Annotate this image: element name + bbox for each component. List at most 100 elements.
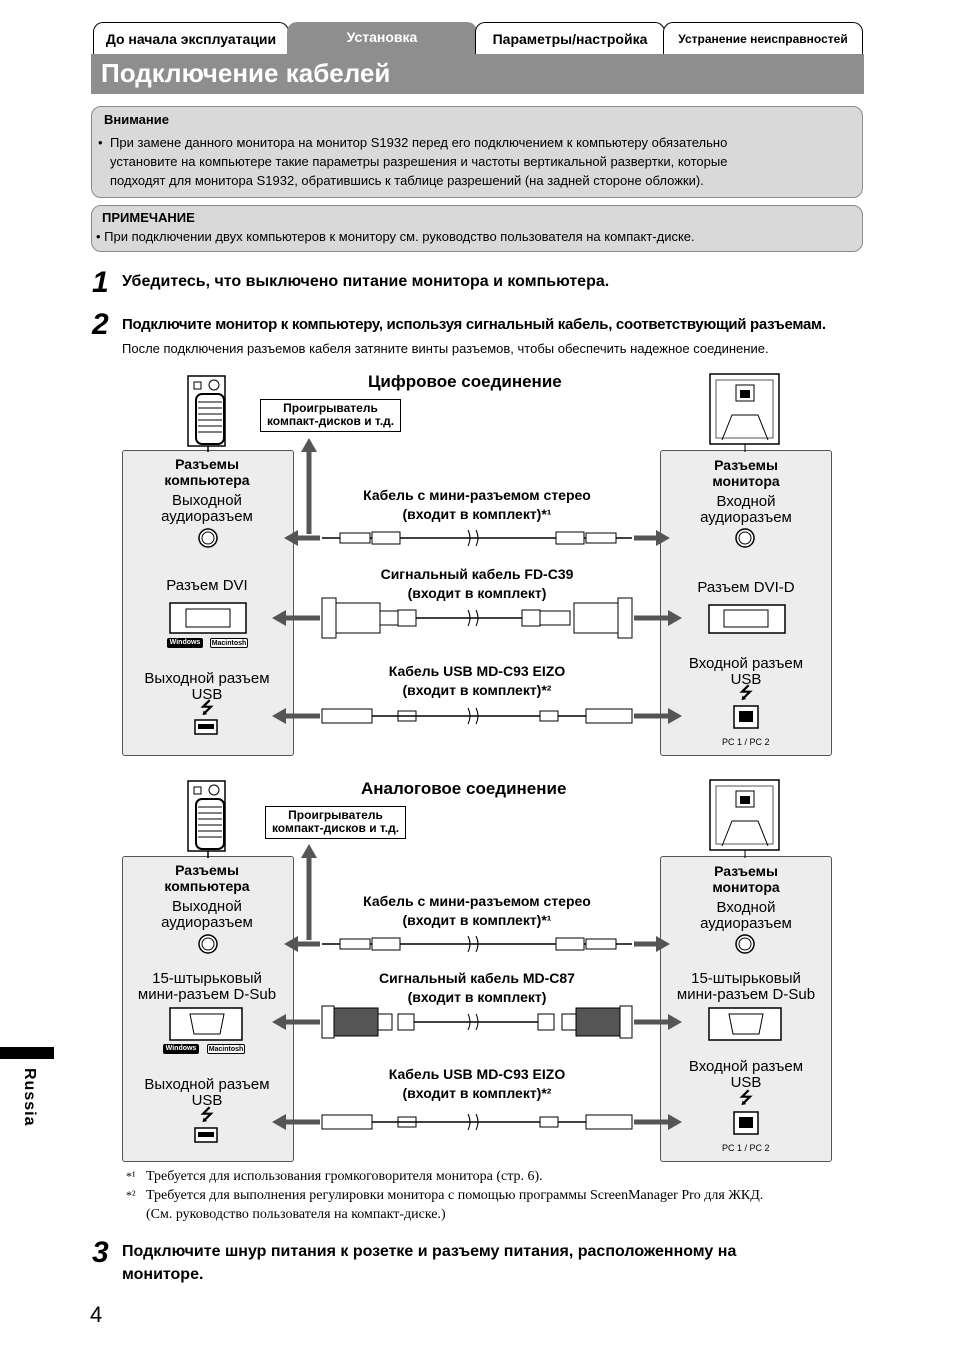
title-bar: Подключение кабелей	[91, 54, 864, 94]
monitor-back-icon	[709, 779, 780, 858]
footnote-mark: *²	[126, 1188, 136, 1202]
label-line: Выходной	[172, 492, 242, 509]
label-line: Входной разъем	[688, 655, 804, 672]
label-line: Выходной	[172, 898, 242, 915]
footnote-text: Требуется для использования громкоговори…	[146, 1169, 543, 1184]
windows-badge: Windows	[167, 638, 203, 648]
cd-player-label: Проигрыватель компакт-дисков и т.д.	[260, 399, 401, 432]
label-line: USB	[191, 686, 223, 703]
step-text: Подключите монитор к компьютеру, использ…	[122, 316, 826, 333]
pc-dsub-label: 15-штырьковый мини-разъем D-Sub	[126, 971, 288, 1003]
label-line: Сигнальный кабель MD-C87	[379, 970, 575, 986]
label-line: компьютера	[164, 472, 250, 488]
macintosh-badge: Macintosh	[210, 638, 248, 648]
label-line: 15-штырьковый	[691, 970, 801, 987]
label-line: Разъемы	[175, 862, 239, 878]
digital-section-title: Цифровое соединение	[368, 372, 562, 391]
step-text: Подключите шнур питания к розетке и разъ…	[122, 1243, 737, 1260]
label-line: (входит в комплект)*¹	[402, 506, 552, 522]
analog-audio-cable	[284, 935, 670, 953]
macintosh-badge: Macintosh	[207, 1044, 245, 1054]
label-line: (входит в комплект)*²	[402, 682, 552, 698]
label-line: USB	[730, 671, 762, 688]
digital-usb-cable	[272, 707, 682, 725]
label-line: (входит в комплект)	[407, 989, 547, 1005]
label-line: Разъемы	[714, 863, 778, 879]
step-number: 2	[92, 308, 109, 341]
label-line: компьютера	[164, 878, 250, 894]
monitor-dsub-label: 15-штырьковый мини-разъем D-Sub	[664, 971, 828, 1003]
cd-player-label: Проигрыватель компакт-дисков и т.д.	[265, 806, 406, 839]
label-line: Кабель с мини-разъемом стерео	[363, 487, 591, 503]
digital-audio-cable	[284, 529, 670, 547]
label-line: аудиоразъем	[161, 914, 253, 931]
usb-cable-label: Кабель USB MD-C93 EIZO (входит в комплек…	[330, 1065, 624, 1103]
pc1-pc2-label: PC 1 / PC 2	[722, 737, 770, 747]
monitor-back-icon	[709, 373, 780, 452]
attention-line: При замене данного монитора на монитор S…	[110, 135, 728, 150]
monitor-audio-in-label: Входной аудиоразъем	[670, 900, 822, 932]
usb-symbol-icon: ⭍	[739, 685, 753, 702]
usb-symbol-icon: ⭍	[200, 1107, 214, 1124]
label-line: Выходной разъем	[144, 670, 270, 687]
dsub-cable-label: Сигнальный кабель MD-C87 (входит в компл…	[330, 969, 624, 1007]
attention-box: Внимание • При замене данного монитора н…	[91, 106, 863, 198]
monitor-usb-in-label: Входной разъем USB	[670, 1059, 822, 1091]
label-line: (входит в комплект)	[407, 585, 547, 601]
pc-dvi-label: Разъем DVI	[166, 577, 248, 594]
monitor-connector-panel	[660, 450, 832, 756]
attention-line: подходят для монитора S1932, обратившись…	[110, 173, 704, 188]
label-line: аудиоразъем	[700, 509, 792, 526]
label-line: 15-штырьковый	[152, 970, 262, 987]
label-line: Разъемы	[714, 457, 778, 473]
label-line: Входной	[716, 493, 776, 510]
pc-usb-out-label: Выходной разъем USB	[132, 1077, 282, 1109]
usb-symbol-icon: ⭍	[200, 700, 214, 717]
label-line: аудиоразъем	[161, 508, 253, 525]
label-line: Кабель USB MD-C93 EIZO	[388, 663, 566, 679]
monitor-audio-in-label: Входной аудиоразъем	[670, 494, 822, 526]
label-line: USB	[730, 1074, 762, 1091]
label-line: монитора	[712, 879, 780, 895]
pc-connectors-header: Разъемы компьютера	[132, 456, 282, 488]
tab-troubleshooting[interactable]: Устранение неисправностей	[663, 22, 863, 54]
tab-before-use[interactable]: До начала эксплуатации	[93, 22, 289, 54]
label-line: Входной	[716, 899, 776, 916]
label-line: Сигнальный кабель FD-C39	[380, 566, 574, 582]
attention-line: установите на компьютере такие параметры…	[110, 154, 728, 169]
page-number: 4	[90, 1302, 103, 1327]
analog-dsub-cable	[272, 1005, 682, 1039]
step-subtext: После подключения разъемов кабеля затяни…	[122, 341, 769, 356]
language-label: Russia	[21, 1068, 38, 1127]
pc-usb-out-label: Выходной разъем USB	[132, 671, 282, 703]
footnote-text: Требуется для выполнения регулировки мон…	[146, 1188, 764, 1203]
monitor-dvid-label: Разъем DVI-D	[697, 579, 795, 596]
tab-installation[interactable]: Установка	[287, 22, 477, 54]
label-line: Разъемы	[175, 456, 239, 472]
label-line: (входит в комплект)*¹	[402, 912, 552, 928]
step-text: мониторе.	[122, 1266, 204, 1283]
analog-usb-cable	[272, 1113, 682, 1131]
label-line: Входной разъем	[688, 1058, 804, 1075]
note-box: ПРИМЕЧАНИЕ • При подключении двух компью…	[91, 205, 863, 252]
usb-cable-label: Кабель USB MD-C93 EIZO (входит в комплек…	[330, 662, 624, 700]
footnote-text: (См. руководство пользователя на компакт…	[146, 1207, 446, 1222]
step-number: 3	[92, 1236, 109, 1269]
label-line: Кабель USB MD-C93 EIZO	[388, 1066, 566, 1082]
monitor-usb-in-label: Входной разъем USB	[670, 656, 822, 688]
language-tab-marker	[0, 1047, 54, 1059]
cd-player-line: Проигрыватель	[283, 401, 378, 415]
page-title: Подключение кабелей	[101, 58, 391, 88]
attention-heading: Внимание	[104, 112, 169, 127]
cd-player-line: компакт-дисков и т.д.	[266, 414, 395, 428]
pc-connectors-header: Разъемы компьютера	[132, 862, 282, 894]
label-line: Выходной разъем	[144, 1076, 270, 1093]
pc-tower-icon	[187, 780, 226, 858]
usb-symbol-icon: ⭍	[739, 1090, 753, 1107]
monitor-connectors-header: Разъемы монитора	[670, 863, 822, 895]
footnote-mark: *¹	[126, 1169, 136, 1183]
digital-dvi-cable	[272, 597, 682, 639]
label-line: Кабель с мини-разъемом стерео	[363, 893, 591, 909]
